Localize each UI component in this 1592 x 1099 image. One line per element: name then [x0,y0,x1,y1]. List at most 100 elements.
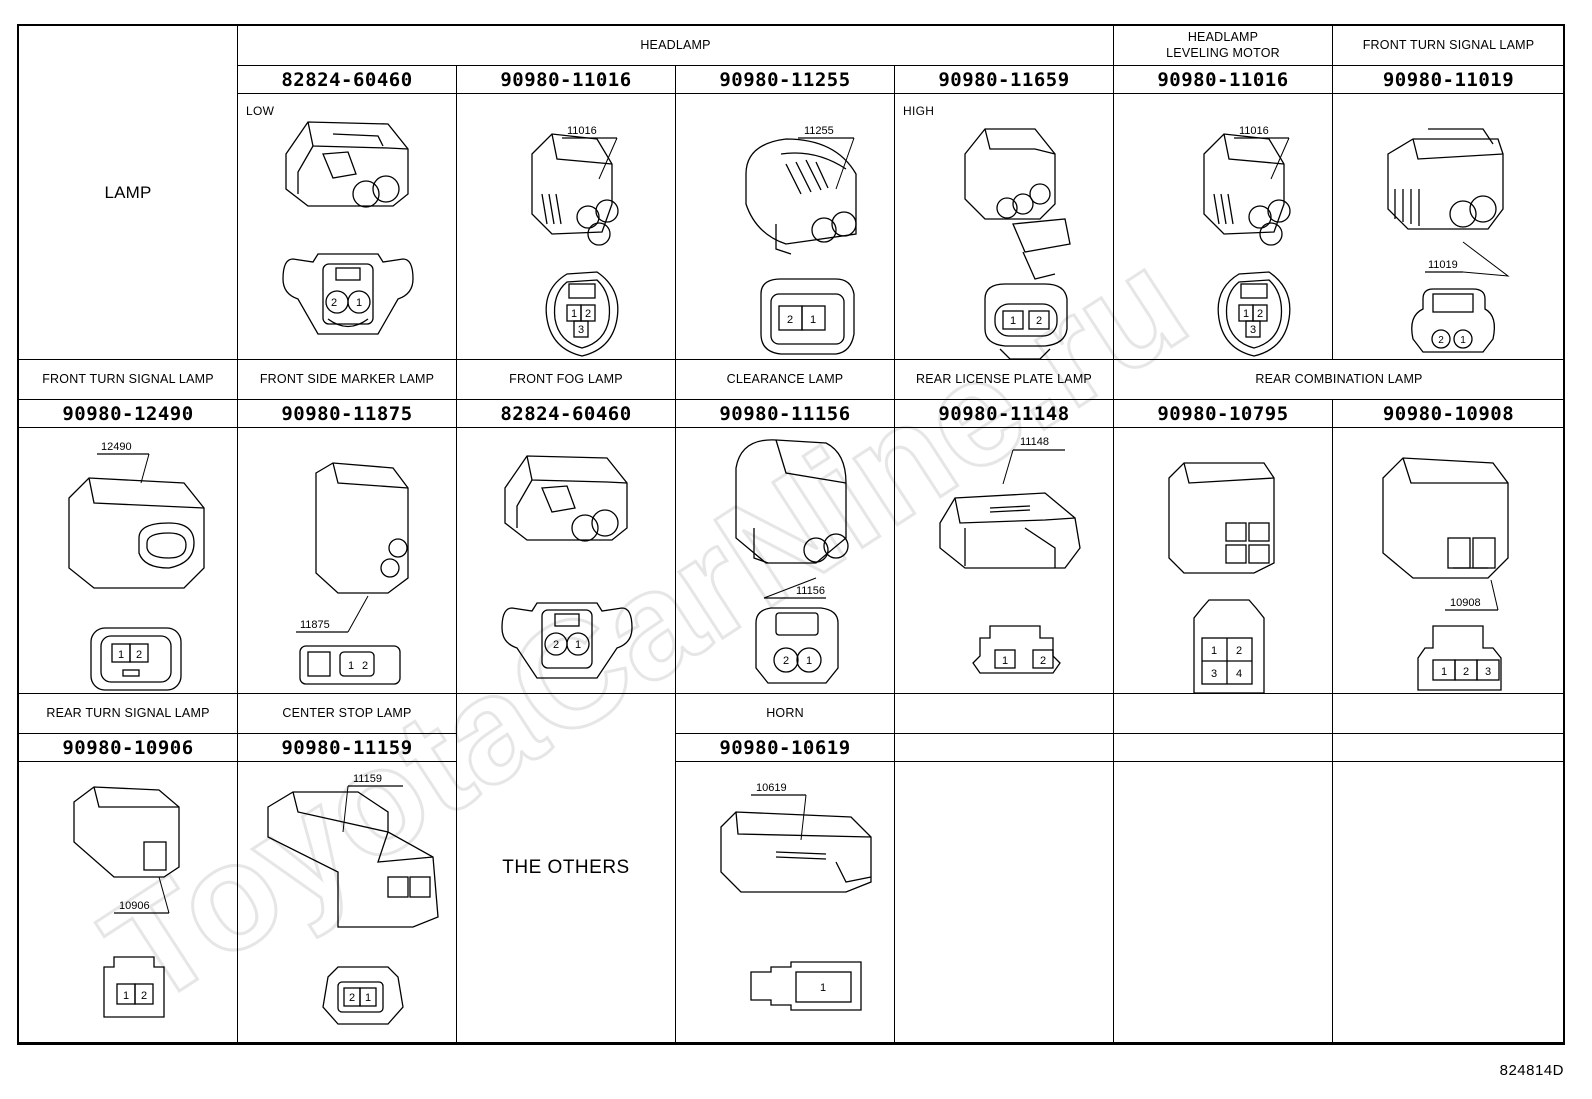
svg-text:2: 2 [331,297,337,309]
drawing-cell [676,94,895,360]
svg-text:2: 2 [553,639,559,651]
section-label: REAR TURN SIGNAL LAMP [19,694,238,734]
svg-text:1: 1 [1441,666,1447,678]
svg-text:2: 2 [1257,308,1263,320]
svg-text:3: 3 [578,324,584,336]
svg-text:2: 2 [1036,315,1042,327]
part-number: 90980-11875 [238,400,457,428]
callout: 10906 [119,900,150,912]
connector-drawing: 11016 1 2 3 [1114,94,1333,360]
connector-drawing: 1 2 3 4 [1114,428,1333,694]
part-number: 90980-10619 [676,734,895,762]
lamp-category-label: LAMP [104,182,152,202]
callout: 11016 [567,125,597,137]
callout: 12490 [101,441,132,453]
the-others-label: THE OTHERS [502,857,630,879]
empty-header [1114,694,1333,734]
section-label: REAR COMBINATION LAMP [1114,360,1565,400]
section-label: FRONT TURN SIGNAL LAMP [19,360,238,400]
connector-drawing: 2 1 [238,94,457,360]
drawing-cell [676,428,895,694]
empty-part [1114,734,1333,762]
drawing-cell [676,762,895,1043]
svg-text:1: 1 [575,639,581,651]
section-label: FRONT SIDE MARKER LAMP [238,360,457,400]
figure-id: 824814D [1499,1062,1564,1079]
callout: 11159 [353,773,382,785]
part-number: 90980-11659 [895,66,1114,94]
part-number: 90980-11156 [676,400,895,428]
empty-cell [1333,762,1565,1043]
callout: 11019 [1428,259,1458,271]
connector-drawing: 1 2 [895,94,1114,360]
empty-header [895,694,1114,734]
empty-cell [1114,762,1333,1043]
drawing-cell [19,428,238,694]
empty-cell [895,762,1114,1043]
connector-drawing: 10908 1 2 3 [1333,428,1565,694]
lamp-category-cell: LAMP [19,26,238,360]
part-number: 82824-60460 [238,66,457,94]
part-number: 90980-10906 [19,734,238,762]
svg-text:1: 1 [1243,308,1249,320]
callout: 11156 [796,585,825,597]
drawing-cell [1333,428,1565,694]
svg-text:2: 2 [585,308,591,320]
svg-text:1: 1 [1460,335,1466,346]
svg-text:1: 1 [123,990,129,1002]
part-number: 90980-11016 [1114,66,1333,94]
svg-text:2: 2 [1463,666,1469,678]
svg-text:2: 2 [349,992,355,1004]
svg-text:2: 2 [787,314,793,326]
leveling-motor-header: HEADLAMP LEVELING MOTOR [1114,26,1333,66]
empty-header [1333,694,1565,734]
part-number: 90980-11255 [676,66,895,94]
front-turn-header-1: FRONT TURN SIGNAL LAMP [1333,26,1565,66]
svg-text:3: 3 [1250,324,1256,336]
svg-text:2: 2 [141,990,147,1002]
connector-table: LAMP HEADLAMP HEADLAMP LEVELING MOTOR FR… [17,24,1565,1045]
drawing-cell [238,428,457,694]
svg-text:2: 2 [1438,335,1444,346]
svg-text:3: 3 [1485,666,1491,678]
drawing-cell: HIGH [895,94,1114,360]
connector-drawing: 10619 1 [676,762,895,1043]
svg-text:1: 1 [806,655,812,667]
section-label: REAR LICENSE PLATE LAMP [895,360,1114,400]
connector-drawing: 11148 1 2 [895,428,1114,694]
svg-text:1: 1 [1002,655,1008,667]
connector-drawing: 11159 2 1 [238,762,457,1043]
callout: 11016 [1239,125,1269,137]
drawing-cell [238,762,457,1043]
drawing-cell: LOW [238,94,457,360]
drawing-cell [1114,94,1333,360]
low-tag: LOW [246,104,275,118]
callout: 11875 [300,619,330,631]
connector-drawing: 2 1 [457,428,676,694]
high-tag: HIGH [903,104,935,118]
part-number: 90980-10795 [1114,400,1333,428]
part-number: 90980-11159 [238,734,457,762]
svg-text:2: 2 [783,655,789,667]
svg-text:2: 2 [136,649,142,661]
drawing-cell [19,762,238,1043]
svg-text:1: 1 [1010,315,1016,327]
part-number: 90980-10908 [1333,400,1565,428]
callout: 11148 [1020,436,1049,448]
svg-text:3: 3 [1211,668,1217,680]
connector-drawing: 11255 2 1 [676,94,895,360]
the-others-cell: THE OTHERS [457,694,676,1043]
svg-text:1: 1 [820,982,826,994]
drawing-cell [895,428,1114,694]
callout: 10908 [1450,597,1481,609]
svg-text:2: 2 [362,660,368,672]
svg-text:1: 1 [810,314,816,326]
svg-text:2: 2 [1236,645,1242,657]
empty-part [1333,734,1565,762]
leveling-label-line2: LEVELING MOTOR [1166,45,1280,60]
svg-text:4: 4 [1236,668,1242,680]
section-label: CENTER STOP LAMP [238,694,457,734]
connector-drawing: 11875 1 2 [238,428,457,694]
part-number: 90980-11148 [895,400,1114,428]
part-number: 90980-11019 [1333,66,1565,94]
